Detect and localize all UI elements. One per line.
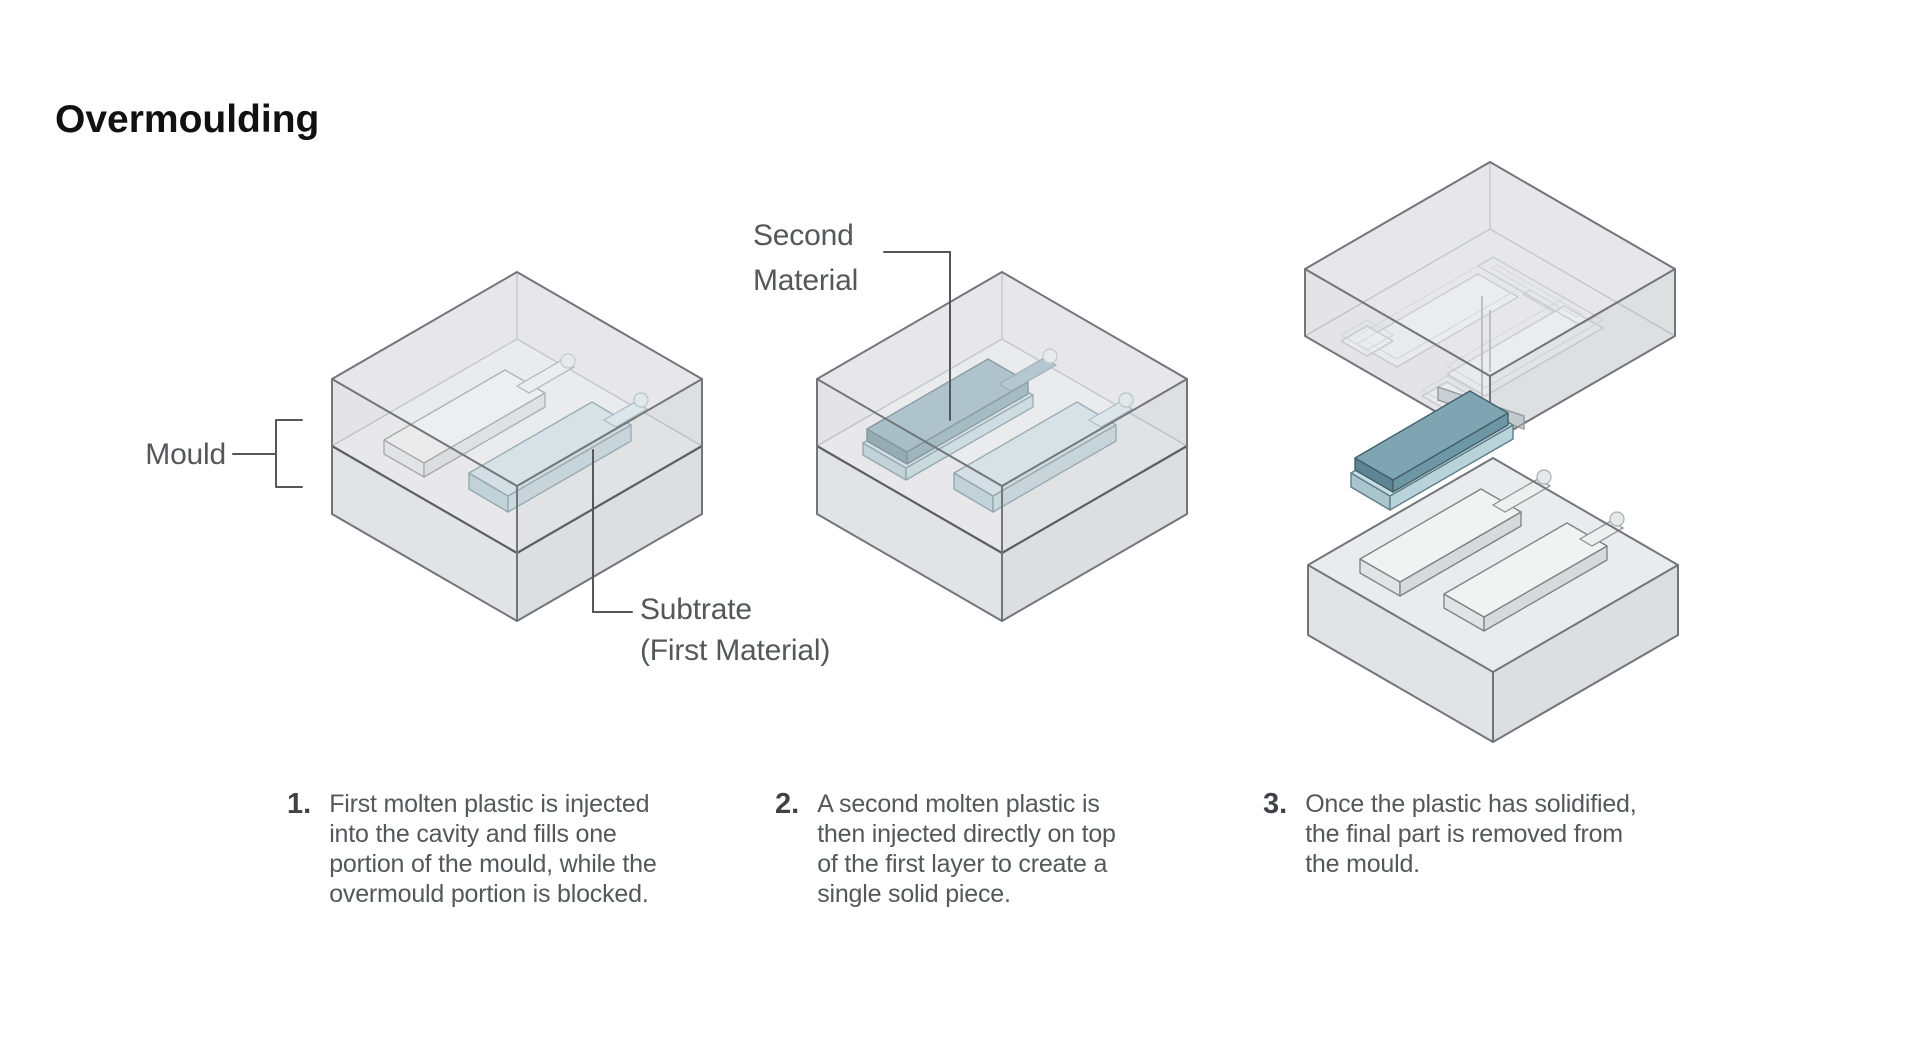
- empty-cavity-tray-b: [1443, 511, 1625, 632]
- step-2: 2. A second molten plastic is then injec…: [775, 789, 1116, 909]
- step-3-text: Once the plastic has solidified, the fin…: [1305, 790, 1637, 878]
- step-3-number: 3.: [1263, 788, 1288, 820]
- second-material-label: Second Material: [753, 219, 859, 297]
- mould-step-1-illustration: [331, 271, 703, 622]
- second-material-slab: [866, 348, 1058, 465]
- step-1-number: 1.: [287, 788, 312, 820]
- step-3: 3. Once the plastic has solidified, the …: [1263, 788, 1637, 879]
- substrate-label: Subtrate (First Material): [640, 593, 831, 667]
- mould-step-3-top-half: [1304, 161, 1676, 444]
- mould-step-2-illustration: [816, 271, 1188, 622]
- mould-bracket: [232, 419, 303, 488]
- step-2-text: A second molten plastic is then injected…: [817, 790, 1116, 908]
- mould-step-3-bottom-half: [1307, 457, 1679, 743]
- step-1: 1. First molten plastic is injected into…: [287, 789, 657, 909]
- page-title: Overmoulding: [55, 98, 320, 141]
- step-2-number: 2.: [775, 788, 800, 820]
- step-1-text: First molten plastic is injected into th…: [329, 790, 657, 908]
- second-material-leader-line: [883, 251, 951, 421]
- empty-cavity-tray-a: [1359, 469, 1552, 597]
- blocked-cavity-tray: [383, 353, 576, 478]
- mould-label: Mould: [145, 438, 226, 471]
- substrate-leader-line: [592, 449, 633, 613]
- final-part: [1350, 386, 1525, 511]
